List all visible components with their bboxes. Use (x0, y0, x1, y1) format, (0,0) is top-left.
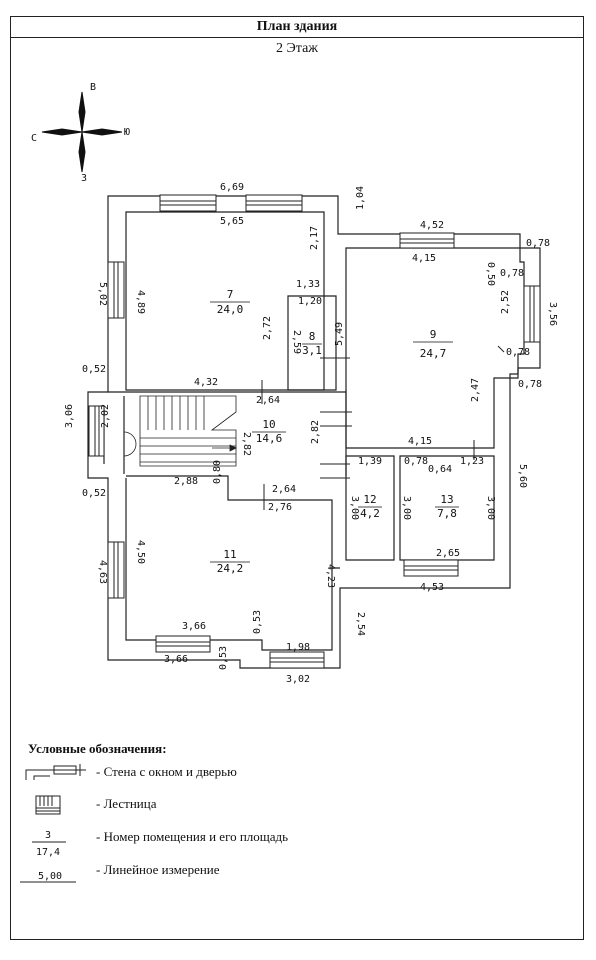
dim-label: 0,50 (485, 262, 496, 286)
compass-icon (41, 91, 123, 173)
dim-label: 0,64 (428, 464, 452, 475)
room-10-area: 14,6 (256, 432, 283, 445)
plan-title: План здания (10, 16, 584, 38)
dim-label: 6,69 (220, 182, 244, 193)
room-13-number: 13 (440, 493, 453, 506)
dim-label: 0,78 (500, 268, 524, 279)
dim-label: 2,82 (241, 432, 252, 456)
dim-label: 5,65 (220, 216, 244, 227)
dim-label: 0,52 (82, 364, 106, 375)
legend-linear-sample: 5,00 (38, 871, 62, 882)
dim-label: 2,72 (262, 316, 273, 340)
windows (88, 194, 541, 669)
room-8-number: 8 (309, 330, 316, 343)
room-11-area: 24,2 (217, 562, 244, 575)
dim-label: 2,59 (291, 330, 302, 354)
compass-north: В (90, 82, 96, 93)
dim-label: 0,52 (82, 488, 106, 499)
room-12-area: 4,2 (360, 507, 380, 520)
dim-label: 3,00 (349, 496, 360, 520)
legend-linear-label: - Линейное измерение (96, 862, 220, 877)
legend-room-sample-number: 3 (45, 830, 51, 841)
dim-label: 0,53 (218, 646, 229, 670)
legend-symbols (20, 764, 86, 883)
legend-room-sample-area: 17,4 (36, 847, 60, 858)
dim-label: 4,53 (420, 582, 444, 593)
dim-label: 0,78 (404, 456, 428, 467)
dim-label: 4,52 (420, 220, 444, 231)
dimension-labels: 6,69 5,65 1,04 4,52 0,78 4,15 0,50 0,78 … (64, 182, 558, 685)
room-8-area: 3,1 (302, 344, 322, 357)
dim-label: 1,20 (298, 296, 322, 307)
dim-label: 4,89 (135, 290, 146, 314)
dim-label: 2,88 (174, 476, 198, 487)
room-9-number: 9 (430, 328, 437, 341)
dim-label: 2,47 (470, 378, 481, 402)
room-12-number: 12 (363, 493, 376, 506)
compass-east: Ю (124, 127, 130, 138)
dim-label: 3,00 (485, 496, 496, 520)
dim-label: 3,66 (164, 654, 188, 665)
dim-label: 2,65 (436, 548, 460, 559)
room-9-area: 24,7 (420, 347, 447, 360)
room-7-number: 7 (227, 288, 234, 301)
dim-label: 4,15 (412, 253, 436, 264)
room-7-area: 24,0 (217, 303, 244, 316)
dim-label: 2,82 (310, 420, 321, 444)
doors (261, 345, 505, 510)
dim-label: 3,56 (547, 302, 558, 326)
legend-room-number-label: - Номер помещения и его площадь (96, 829, 289, 844)
dim-label: 2,64 (272, 484, 296, 495)
dim-label: 4,15 (408, 436, 432, 447)
dim-label: 5,02 (97, 282, 108, 306)
dim-label: 0,78 (506, 347, 530, 358)
dim-label: 3,06 (64, 404, 75, 428)
dim-label: 0,78 (526, 238, 550, 249)
room-labels: 7 24,0 8 3,1 9 24,7 10 14,6 11 24,2 12 4… (210, 288, 459, 575)
dim-label: 3,02 (286, 674, 310, 685)
dim-label: 3,00 (401, 496, 412, 520)
dim-label: 2,64 (256, 395, 280, 406)
outer-walls (87, 195, 541, 669)
dim-label: 4,23 (325, 564, 336, 588)
dim-label: 2,52 (500, 290, 511, 314)
dim-label: 1,23 (460, 456, 484, 467)
dim-label: 1,04 (355, 186, 366, 210)
dim-label: 0,78 (518, 379, 542, 390)
dim-label: 1,33 (296, 279, 320, 290)
dim-label: 0,80 (212, 460, 223, 484)
dim-label: 2,54 (355, 612, 366, 636)
dim-label: 4,63 (97, 560, 108, 584)
dim-label: 4,32 (194, 377, 218, 388)
dim-label: 1,39 (358, 456, 382, 467)
dim-label: 1,98 (286, 642, 310, 653)
legend-title: Условные обозначения: (28, 741, 167, 756)
dim-label: 3,66 (182, 621, 206, 632)
floor-label: 2 Этаж (276, 41, 318, 56)
dim-label: 2,76 (268, 502, 292, 513)
dim-label: 4,50 (135, 540, 146, 564)
room-11-number: 11 (223, 548, 236, 561)
room-13-area: 7,8 (437, 507, 457, 520)
room-10-number: 10 (262, 418, 275, 431)
drawing-frame (10, 16, 584, 940)
compass-west: С (31, 133, 37, 144)
compass-south: З (81, 173, 87, 184)
dim-label: 2,17 (309, 226, 320, 250)
dim-label: 2,02 (100, 404, 111, 428)
legend-stairs-label: - Лестница (96, 796, 157, 811)
legend-wall-label: - Стена с окном и дверью (96, 764, 237, 779)
dim-label: 0,53 (252, 610, 263, 634)
stairs-icon (123, 395, 237, 467)
dim-label: 5,60 (517, 464, 528, 488)
dim-label: 5,49 (334, 322, 345, 346)
